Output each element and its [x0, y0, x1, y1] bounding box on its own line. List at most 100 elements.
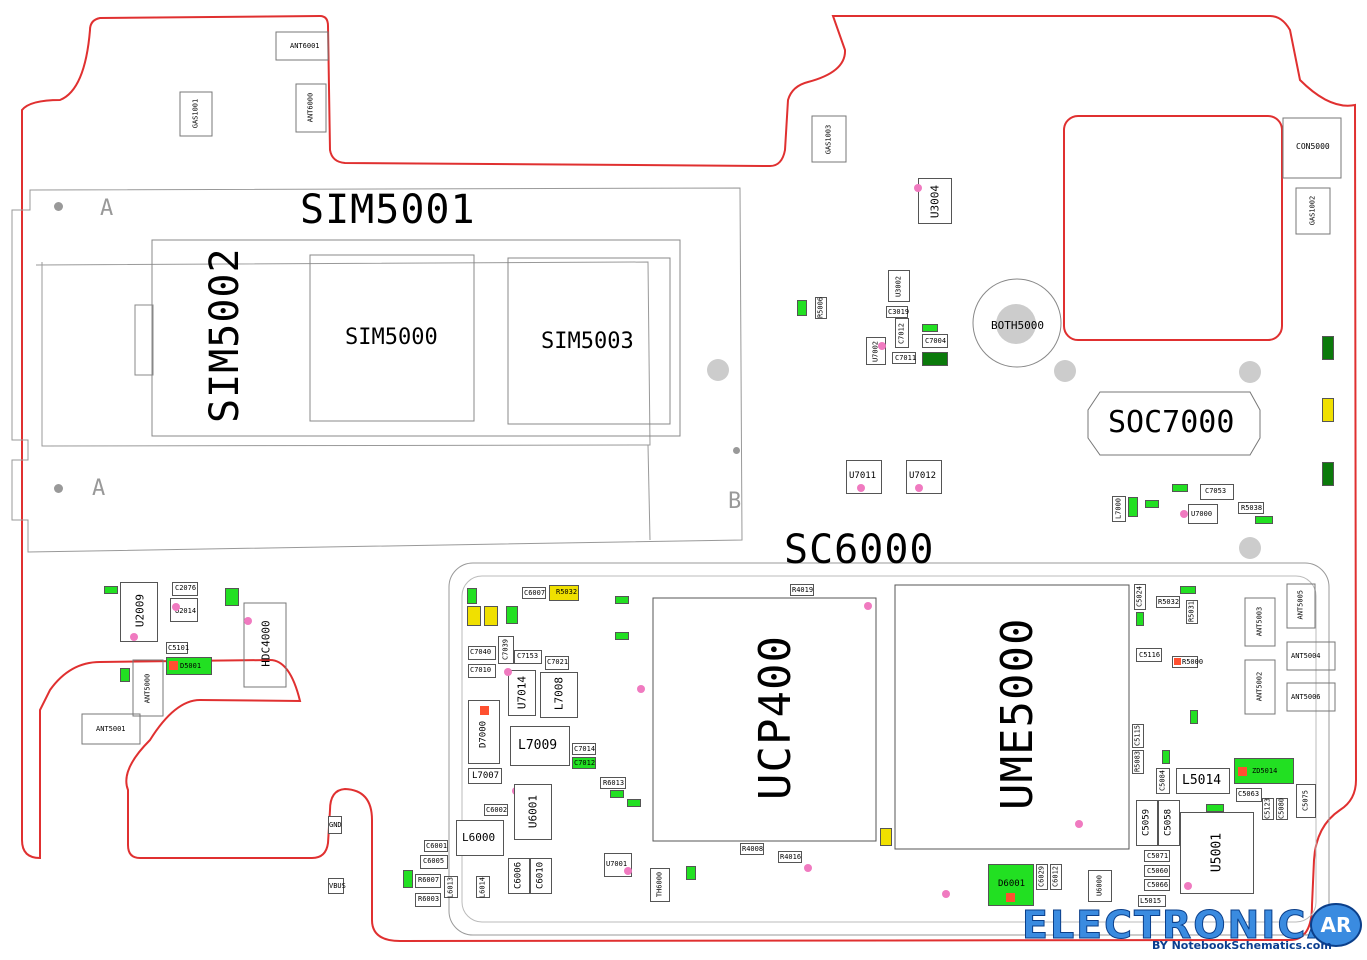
smd-component [627, 799, 641, 807]
l6013-label: L6013 [446, 876, 455, 899]
c7004-label: C7004 [925, 337, 947, 345]
u7012-box [906, 460, 942, 494]
u5001-box [1180, 812, 1254, 894]
c5058-box [1158, 800, 1180, 846]
smd-component [403, 870, 413, 888]
c5101-label: C5101 [168, 644, 190, 652]
c5115-box [1132, 724, 1144, 748]
l7009-label: L7009 [518, 738, 558, 753]
smd-component [1322, 398, 1334, 422]
logo-sub-text: BY NotebookSchematics.com [1152, 939, 1332, 952]
c5024-box [1134, 584, 1146, 610]
ant5002-label: ANT5002 [1255, 671, 1264, 702]
ant5004-label: ANT5004 [1291, 652, 1321, 660]
smd-component [686, 866, 696, 880]
logo-ar-badge: AR [1310, 903, 1362, 947]
r5000-marker [1174, 658, 1181, 665]
smd-component [1172, 484, 1188, 492]
mounting-hole [707, 359, 729, 381]
ant5000-label: ANT5000 [143, 673, 152, 704]
l5015-box [1138, 895, 1166, 907]
u3002-label: U3002 [894, 275, 903, 298]
c7012-label: C7012 [574, 759, 596, 767]
test-point [172, 603, 180, 611]
u3004-box [918, 178, 952, 224]
c6029-box [1036, 864, 1048, 890]
c7011-box [892, 352, 916, 364]
soc7000-label: SOC7000 [1108, 405, 1235, 440]
c5066-box [1144, 879, 1170, 891]
u7000-box [1188, 504, 1218, 524]
smd-component [1128, 497, 1138, 517]
ant5006-label: ANT5006 [1291, 693, 1321, 701]
c6007-label: C6007 [524, 589, 546, 597]
sim5003-label: SIM5003 [541, 329, 634, 354]
c5116-label: C5116 [1139, 651, 1161, 659]
sc6000-label: SC6000 [784, 527, 935, 573]
c7012-component [572, 757, 596, 769]
l6013-box [444, 876, 458, 898]
d6001-label: D6001 [998, 879, 1026, 889]
test-point [864, 602, 872, 610]
sim5002-label: SIM5002 [202, 247, 248, 423]
test-point [1180, 510, 1188, 518]
r5032b-label: R5032 [1158, 598, 1180, 606]
tray-pin [54, 484, 63, 493]
smd-component [104, 586, 118, 594]
r4019-label: R4019 [792, 586, 814, 594]
gnd-pad [328, 816, 342, 834]
c6010-box [530, 858, 552, 894]
c6012-box [1050, 864, 1062, 890]
both-center-hole [996, 304, 1036, 344]
gas1002-label: GAS1002 [1308, 195, 1317, 226]
u6000-label: U6000 [1095, 874, 1104, 897]
l7009-box [510, 726, 570, 766]
c6012-label: C6012 [1051, 865, 1060, 888]
c7021-box [545, 656, 569, 670]
r5038-box [1238, 502, 1264, 514]
c2076-label: C2076 [175, 584, 197, 592]
c5063-box [1236, 788, 1262, 802]
c7004-box [922, 334, 948, 348]
smd-component [1145, 500, 1159, 508]
c7014-label: C7014 [574, 745, 596, 753]
test-point [624, 867, 632, 875]
smd-component [797, 300, 807, 316]
smd-component [506, 606, 518, 624]
l7007-box [468, 768, 502, 784]
u3004-label: U3004 [928, 184, 942, 219]
r6003-box [415, 893, 441, 907]
c6005-box [420, 855, 448, 869]
smd-component [484, 606, 498, 626]
d5001-label: D5001 [180, 662, 202, 670]
d6001-marker [1006, 893, 1015, 902]
r5031-label: R5031 [1187, 600, 1196, 623]
smd-component [120, 668, 130, 682]
c5123-box [1262, 798, 1274, 820]
l5014-label: L5014 [1182, 773, 1222, 788]
c6006-label: C6006 [513, 861, 524, 890]
c5080-label: C5080 [1277, 797, 1286, 820]
test-point [878, 342, 886, 350]
r5000-label: R5000 [1182, 658, 1204, 666]
l7000-box [1112, 496, 1126, 522]
smd-component [1322, 462, 1334, 486]
c7039-label: C7039 [501, 638, 510, 661]
r6013-box [600, 777, 626, 789]
smd-component [225, 588, 239, 606]
c6006-box [508, 858, 530, 894]
u7001-label: U7001 [606, 860, 628, 868]
r5032b-box [1156, 596, 1180, 608]
gas1001-label: GAS1001 [191, 98, 200, 129]
u5001-label: U5001 [1209, 832, 1225, 873]
r6013-label: R6013 [603, 779, 625, 787]
r4016-label: R4016 [780, 853, 802, 861]
gas1003-label: GAS1003 [824, 124, 833, 155]
smd-component [615, 632, 629, 640]
c5084-label: C5084 [1158, 769, 1167, 792]
u7011-label: U7011 [849, 471, 877, 481]
r5038-label: R5038 [1241, 504, 1263, 512]
con5000-label: CON5000 [1296, 142, 1330, 151]
c5024-label: C5024 [1135, 585, 1144, 608]
c7012-top-label: C7012 [897, 322, 906, 345]
